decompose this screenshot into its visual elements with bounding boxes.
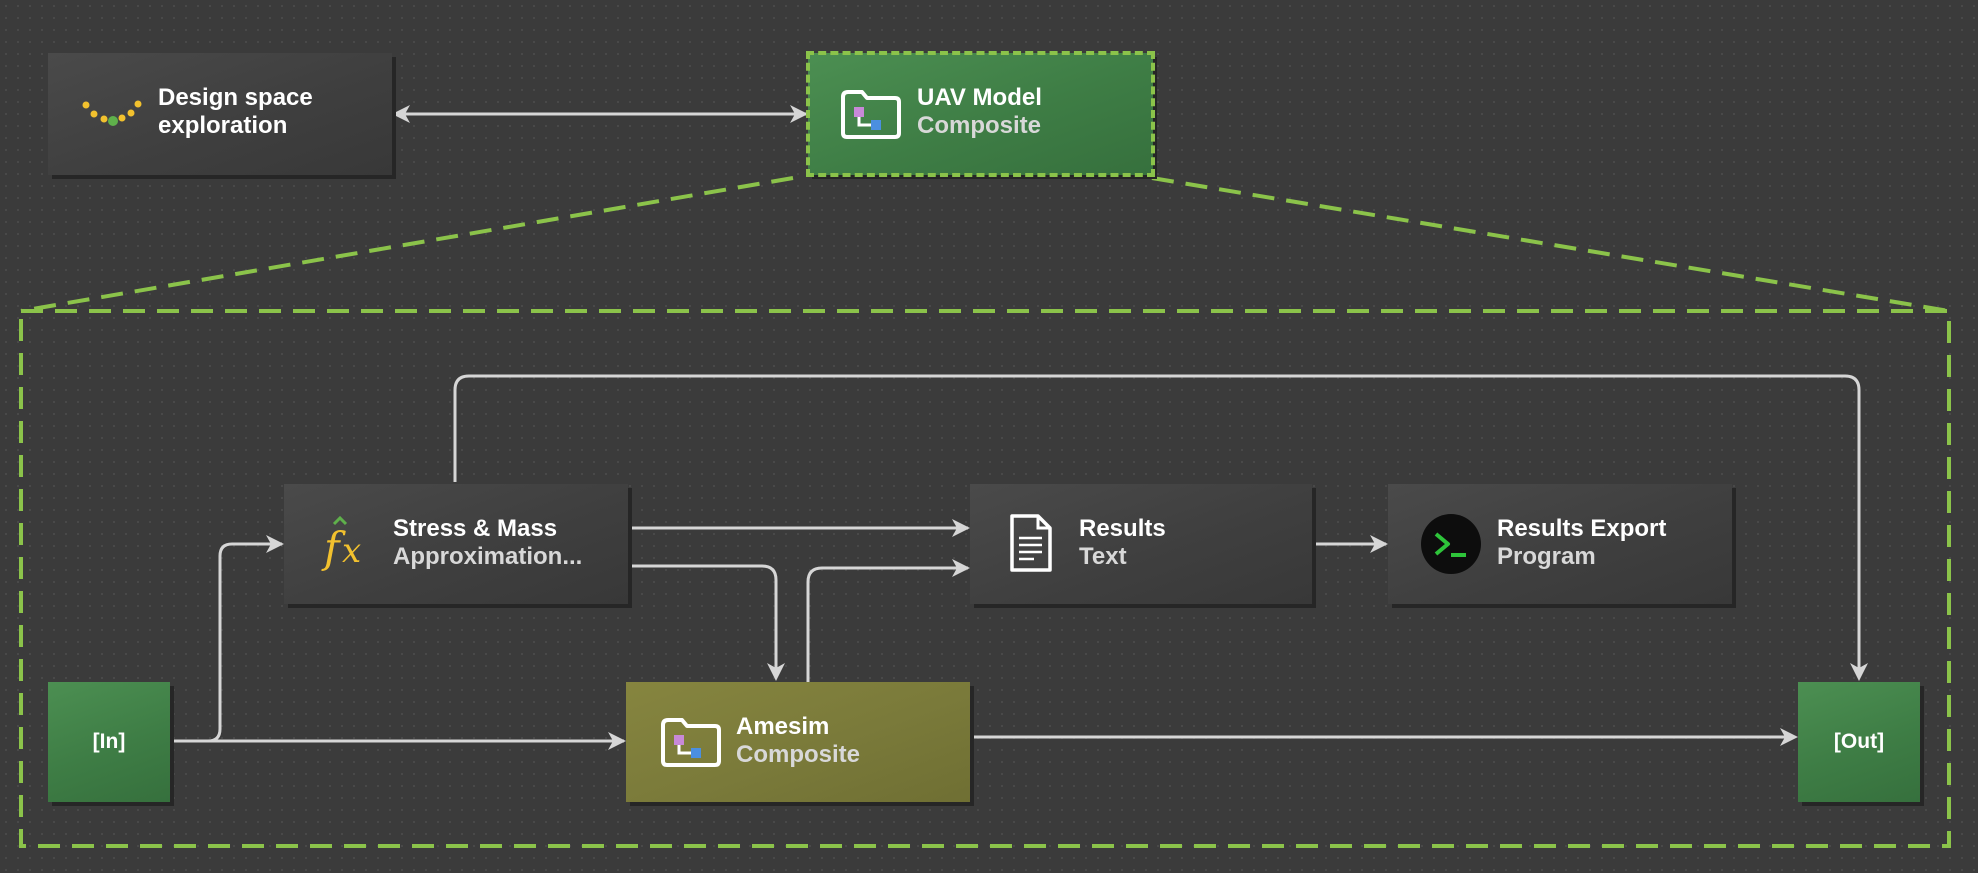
node-title: Design space [158,84,313,111]
text-document-icon [1008,512,1054,574]
port-out-label: [Out] [1833,730,1885,753]
port-in[interactable]: [In] [48,682,170,802]
svg-text:x: x [342,531,361,571]
node-label: Design space exploration [158,84,313,140]
design-space-dots-icon [80,94,144,134]
node-label: Amesim Composite [736,713,860,769]
arrowhead-results-export [1370,535,1388,553]
node-results[interactable]: Results Text [970,484,1312,604]
function-fx-icon: f x [320,510,370,576]
folder-composite-icon [660,715,722,769]
arrowhead-in-amesim [608,732,626,750]
arrowhead-stress-results [952,519,970,537]
node-subtitle: Program [1497,543,1596,570]
arrowhead-in-stress [266,535,284,553]
composite-expansion [19,176,1951,848]
node-subtitle: Text [1079,543,1127,570]
link-amesim-results[interactable] [806,566,968,682]
folder-composite-icon [840,87,902,141]
node-title: Stress & Mass [393,515,558,542]
arrowhead-dse-uav-left [392,105,410,123]
node-subtitle: Composite [736,741,861,768]
port-in-label: [In] [92,730,126,753]
link-stress-amesim[interactable] [628,564,778,678]
node-stress-mass[interactable]: f x Stress & Mass Approximation... [284,484,628,604]
arrowhead-stress-out [1850,663,1868,681]
expansion-line-right [1151,176,1950,313]
node-label: Stress & Mass Approximation... [393,515,582,571]
node-results-export[interactable]: Results Export Program [1388,484,1732,604]
link-stress-out[interactable] [453,374,1861,678]
node-uav-model[interactable]: UAV Model Composite [806,51,1155,177]
arrowhead-dse-uav-right [790,105,808,123]
node-title: Amesim [736,713,830,740]
node-title: Results Export [1497,515,1667,542]
node-label: Results Export Program [1497,515,1666,571]
arrowhead-amesim-results [952,559,970,577]
expansion-line-left [20,176,794,313]
arrowhead-stress-amesim [767,663,785,681]
node-title: Results [1079,515,1166,542]
composite-boundary [19,309,1951,848]
link-in-stress[interactable] [171,542,282,743]
node-subtitle: Approximation... [393,543,583,570]
node-label: Results Text [1079,515,1166,571]
node-label: UAV Model Composite [917,84,1042,140]
node-amesim[interactable]: Amesim Composite [626,682,970,802]
terminal-program-icon [1420,513,1482,575]
node-design-space-exploration[interactable]: Design space exploration [48,53,392,175]
port-out[interactable]: [Out] [1798,682,1920,802]
arrowhead-amesim-out [1780,728,1798,746]
node-title: UAV Model [917,84,1042,111]
node-title-line2: exploration [158,112,288,139]
node-subtitle: Composite [917,112,1042,139]
